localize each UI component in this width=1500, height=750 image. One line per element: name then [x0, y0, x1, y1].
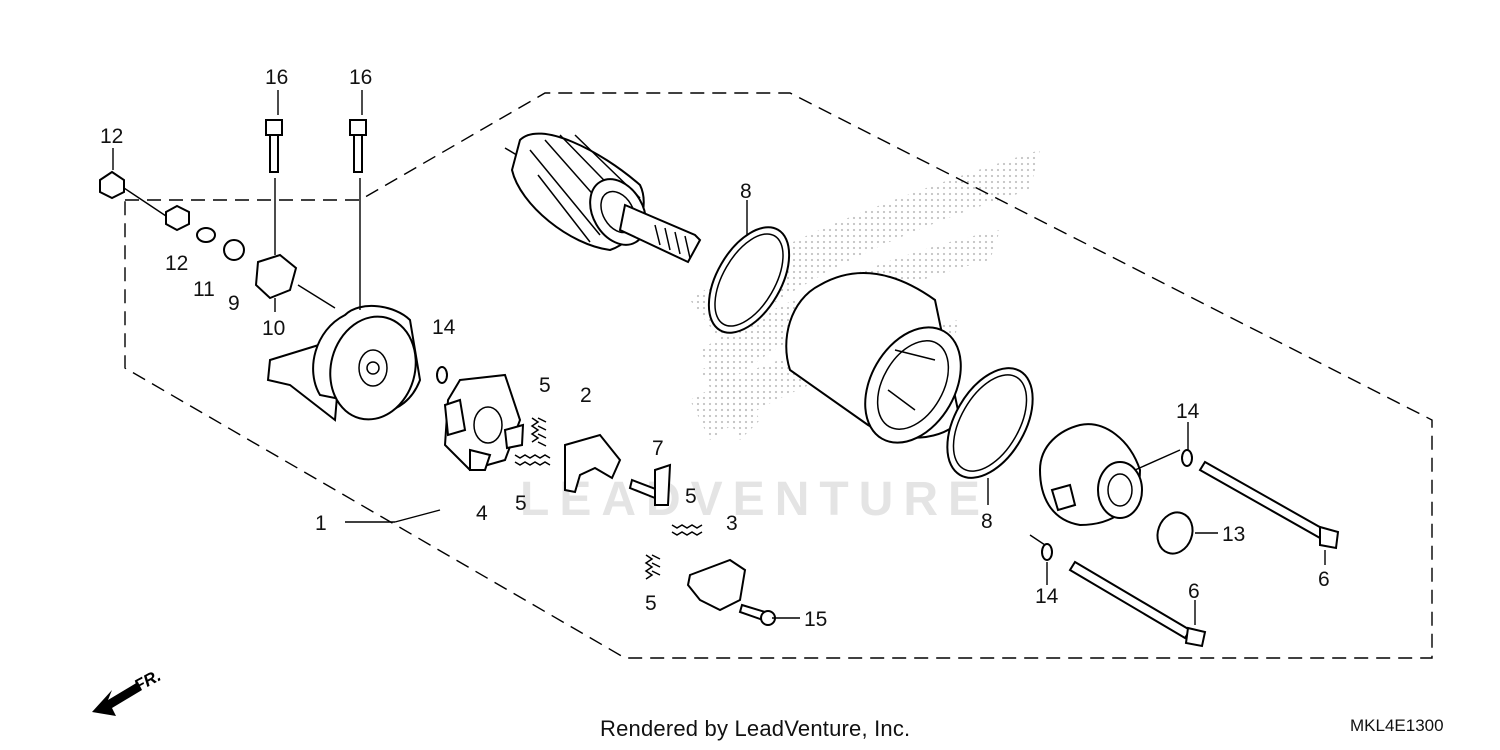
- callout-5d: 5: [645, 592, 657, 615]
- terminal-bolt-7: [628, 463, 672, 506]
- brush-terminal-3: [686, 558, 747, 612]
- callout-1: 1: [315, 512, 327, 535]
- rendered-by-credit: Rendered by LeadVenture, Inc.: [600, 716, 911, 741]
- o-ring-bottom: [946, 367, 1034, 479]
- callout-8b: 8: [981, 510, 993, 533]
- callout-14a: 14: [432, 316, 456, 339]
- callout-labels: 1 2 3 4 5 5 5 5 6 6 7 8 8 9 10 11 12 12 …: [100, 66, 1330, 631]
- callout-4: 4: [476, 502, 488, 525]
- washer-14-right-top: [1181, 449, 1193, 467]
- callout-9: 9: [228, 292, 240, 315]
- rear-cover: [266, 304, 422, 422]
- callout-2: 2: [580, 384, 592, 407]
- yoke-housing: [785, 272, 962, 444]
- washer-14-left: [436, 366, 448, 384]
- terminal-hardware: [99, 170, 298, 300]
- springs: [514, 417, 703, 580]
- callout-12a: 12: [100, 125, 123, 148]
- callout-13: 13: [1222, 523, 1245, 546]
- brush-holder: [443, 373, 525, 472]
- diagram-code: MKL4E1300: [1350, 716, 1444, 735]
- callout-16b: 16: [349, 66, 372, 89]
- leader-lines: [112, 90, 1326, 625]
- front-direction-arrow-icon: FR.: [92, 666, 164, 716]
- through-bolt-upper: [1198, 460, 1340, 550]
- washer-14-right-bottom: [1041, 543, 1053, 561]
- callout-15: 15: [804, 608, 827, 631]
- through-bolt-lower: [1068, 560, 1207, 648]
- screws-16: [265, 119, 367, 173]
- o-ring-top: [707, 226, 791, 334]
- callout-7: 7: [652, 437, 664, 460]
- callout-3: 3: [726, 512, 738, 535]
- assembly-boundary: [124, 92, 1433, 659]
- callout-6b: 6: [1188, 580, 1200, 603]
- callout-5c: 5: [685, 485, 697, 508]
- callout-8a: 8: [740, 180, 752, 203]
- callout-6a: 6: [1318, 568, 1330, 591]
- callout-16a: 16: [265, 66, 288, 89]
- armature: [504, 132, 702, 264]
- bolt-15: [738, 603, 776, 626]
- watermark-text: LEADVENTURE: [520, 473, 990, 526]
- front-cover: [1038, 423, 1143, 527]
- callout-14c: 14: [1035, 585, 1059, 608]
- callout-5a: 5: [539, 374, 551, 397]
- callout-14b: 14: [1176, 400, 1200, 423]
- callout-12b: 12: [165, 252, 188, 275]
- o-ring-13: [1156, 511, 1194, 555]
- brush-terminal-2: [564, 433, 622, 494]
- callout-11: 11: [193, 278, 215, 301]
- callout-10: 10: [262, 317, 285, 340]
- callout-5b: 5: [515, 492, 527, 515]
